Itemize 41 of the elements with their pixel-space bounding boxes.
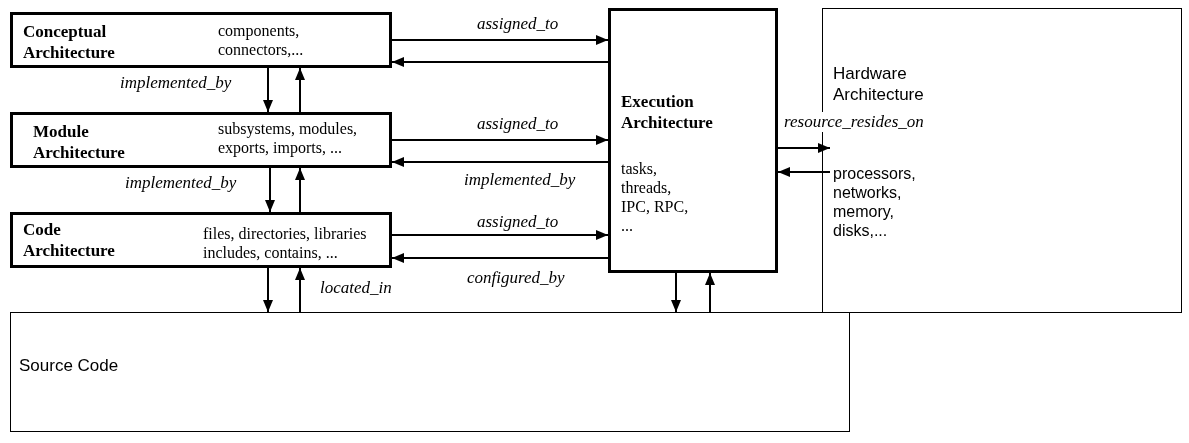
arrow — [391, 35, 609, 45]
arrow — [705, 272, 715, 313]
box-title: Conceptual Architecture — [23, 21, 116, 63]
architecture-box — [608, 8, 778, 273]
edge-label: resource_resides_on — [782, 112, 926, 132]
arrow — [777, 143, 831, 153]
edge-label: configured_by — [465, 268, 567, 288]
arrow — [263, 67, 273, 113]
source-panel — [10, 312, 850, 432]
edge-label: assigned_to — [475, 212, 561, 232]
arrow — [391, 157, 609, 167]
arrow — [777, 167, 831, 177]
box-title: Hardware Architecture — [833, 63, 925, 105]
box-title: Execution Architecture — [621, 91, 714, 133]
box-title: Code Architecture — [23, 219, 116, 261]
arrow — [391, 57, 609, 67]
edge-label: assigned_to — [475, 14, 561, 34]
edge-label: implemented_by — [462, 170, 578, 190]
box-title: Module Architecture — [33, 121, 126, 163]
edge-label: implemented_by — [123, 173, 239, 193]
box-description: components, connectors,... — [218, 21, 305, 59]
edge-label: assigned_to — [475, 114, 561, 134]
arrow — [265, 167, 275, 213]
arrow — [391, 135, 609, 145]
arrow — [671, 272, 681, 313]
arrow — [295, 167, 305, 213]
box-description: tasks, threads, IPC, RPC, ... — [621, 159, 690, 235]
box-description: files, directories, libraries includes, contains, ... — [203, 224, 368, 262]
architecture-box — [10, 12, 392, 68]
arrow — [263, 267, 273, 313]
box-description: subsystems, modules, exports, imports, ... — [218, 119, 359, 157]
arrow — [295, 267, 305, 313]
arrow — [295, 67, 305, 113]
edge-label: implemented_by — [118, 73, 234, 93]
arrow — [391, 253, 609, 263]
box-title: Source Code — [19, 355, 120, 376]
arrow — [391, 230, 609, 240]
architecture-box — [10, 212, 392, 268]
edge-label: located_in — [318, 278, 394, 298]
box-description: processors, networks, memory, disks,... — [833, 164, 917, 240]
architecture-box — [10, 112, 392, 168]
